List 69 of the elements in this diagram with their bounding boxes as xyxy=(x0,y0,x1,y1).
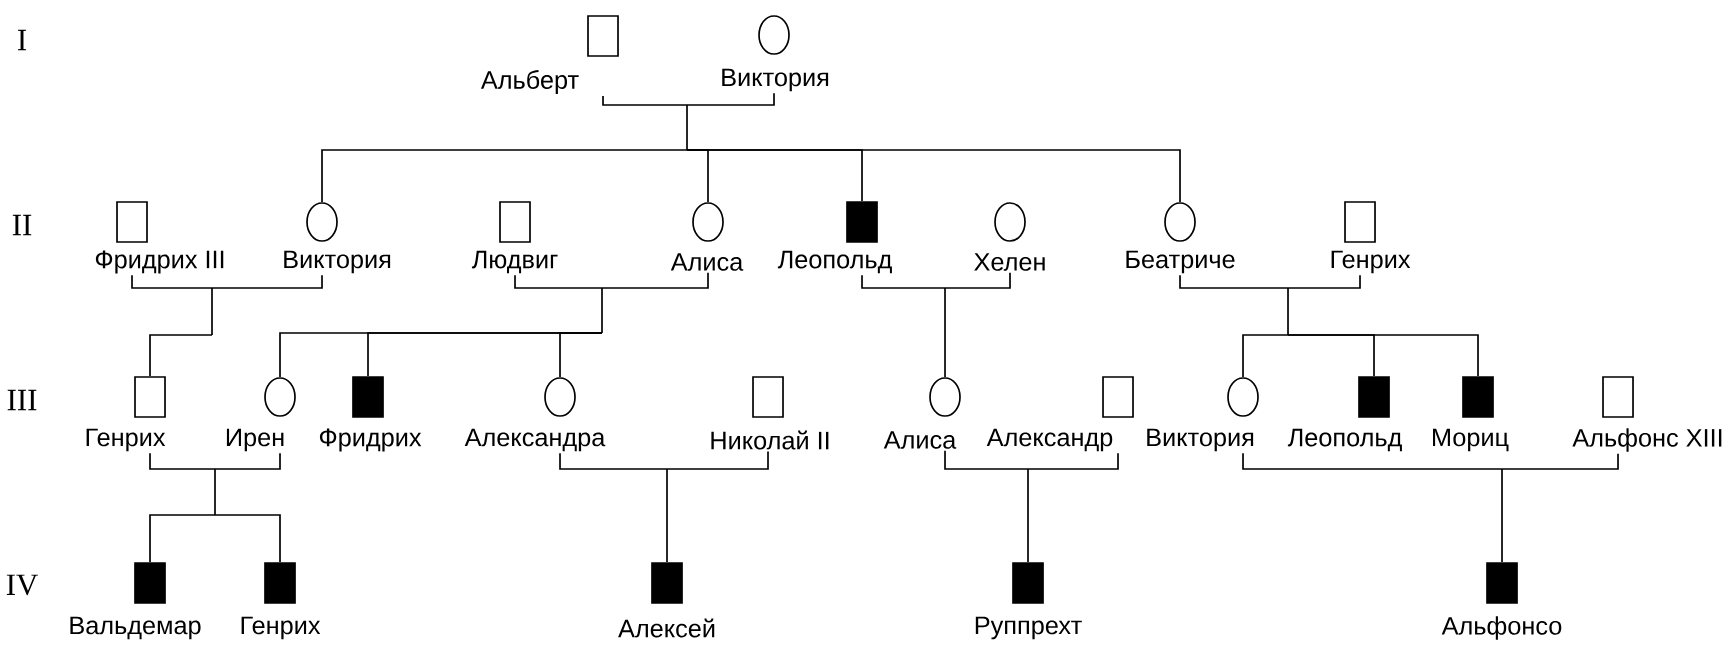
pedigree-line xyxy=(1242,334,1289,378)
generation-label: II xyxy=(12,214,32,236)
pedigree-line xyxy=(686,149,1181,203)
person-name: Ирен xyxy=(226,428,284,452)
pedigree-line xyxy=(944,449,1029,470)
generation-label: I xyxy=(18,29,27,51)
pedigree-line xyxy=(1501,514,1503,563)
pedigree-line xyxy=(1287,287,1289,336)
pedigree-line xyxy=(1242,452,1503,470)
pedigree-line xyxy=(601,271,709,289)
pedigree-line xyxy=(686,92,775,106)
pedigree-line xyxy=(944,287,946,336)
pedigree-line xyxy=(1287,334,1479,377)
person-name: Генрих xyxy=(1331,250,1411,274)
pedigree-line xyxy=(1287,274,1361,289)
pedigree-line xyxy=(214,514,281,563)
pedigree-line xyxy=(149,334,213,377)
pedigree-line xyxy=(149,514,216,563)
person-name: Генрих xyxy=(86,428,166,452)
pedigree-line xyxy=(1027,514,1029,563)
pedigree-line xyxy=(211,287,213,336)
person-name: Людвиг xyxy=(471,250,558,274)
pedigree-line xyxy=(559,332,603,378)
pedigree-line xyxy=(944,271,1011,289)
pedigree-line xyxy=(666,514,668,563)
pedigree-line xyxy=(666,450,769,470)
person-name: Альфонсо xyxy=(1441,616,1562,640)
person-name: Леопольд xyxy=(777,250,892,274)
person-name: Фридрих III xyxy=(95,250,224,274)
generation-label: III xyxy=(7,389,37,411)
person-name: Николай II xyxy=(711,430,829,450)
pedigree-line xyxy=(1179,274,1289,289)
person-name: Руппрехт xyxy=(975,616,1082,640)
pedigree-line xyxy=(601,287,603,334)
pedigree-line xyxy=(602,95,688,106)
pedigree-line xyxy=(944,334,946,378)
person-name: Фридрих xyxy=(319,428,422,452)
person-name: Алиса xyxy=(670,253,744,271)
person-name: Александр xyxy=(986,428,1113,452)
person-name: Мориц xyxy=(1433,428,1509,452)
person-name: Алиса xyxy=(883,431,957,449)
pedigree-line xyxy=(1027,468,1029,516)
pedigree-line xyxy=(1501,468,1503,516)
person-name: Альфонс XIII xyxy=(1572,428,1722,452)
pedigree-line xyxy=(214,468,216,516)
pedigree-line xyxy=(211,274,323,289)
person-name: Генрих xyxy=(241,616,321,640)
pedigree-line xyxy=(514,274,603,289)
pedigree-line xyxy=(1501,452,1619,470)
person-name: Беатриче xyxy=(1126,250,1235,274)
pedigree-line xyxy=(131,274,213,289)
generation-label: IV xyxy=(6,574,38,596)
pedigree-line xyxy=(686,104,688,151)
pedigree-line xyxy=(149,452,216,470)
pedigree-line xyxy=(666,468,668,516)
person-name: Виктория xyxy=(722,68,829,92)
person-name: Виктория xyxy=(1147,428,1254,452)
pedigree-line xyxy=(559,452,668,470)
person-name: Хелен xyxy=(974,253,1045,271)
person-name: Александра xyxy=(464,428,606,452)
pedigree-line xyxy=(1027,452,1119,470)
person-name: Альберт xyxy=(480,70,579,94)
pedigree-line xyxy=(214,452,281,470)
pedigree-line xyxy=(861,274,946,289)
person-name: Вальдемар xyxy=(70,616,201,640)
person-name: Виктория xyxy=(284,250,391,274)
person-name: Алексей xyxy=(618,618,715,638)
pedigree-line xyxy=(321,149,688,203)
person-name: Леопольд xyxy=(1287,428,1402,452)
